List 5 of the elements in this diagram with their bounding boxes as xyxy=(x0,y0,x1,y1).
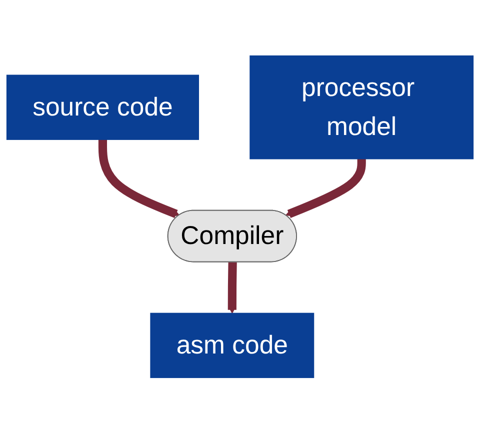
node-box: asm code xyxy=(150,313,314,378)
node-box: processor model xyxy=(250,56,474,160)
node-box: source code xyxy=(6,75,199,140)
arrow xyxy=(98,140,180,218)
arrow xyxy=(228,262,237,314)
